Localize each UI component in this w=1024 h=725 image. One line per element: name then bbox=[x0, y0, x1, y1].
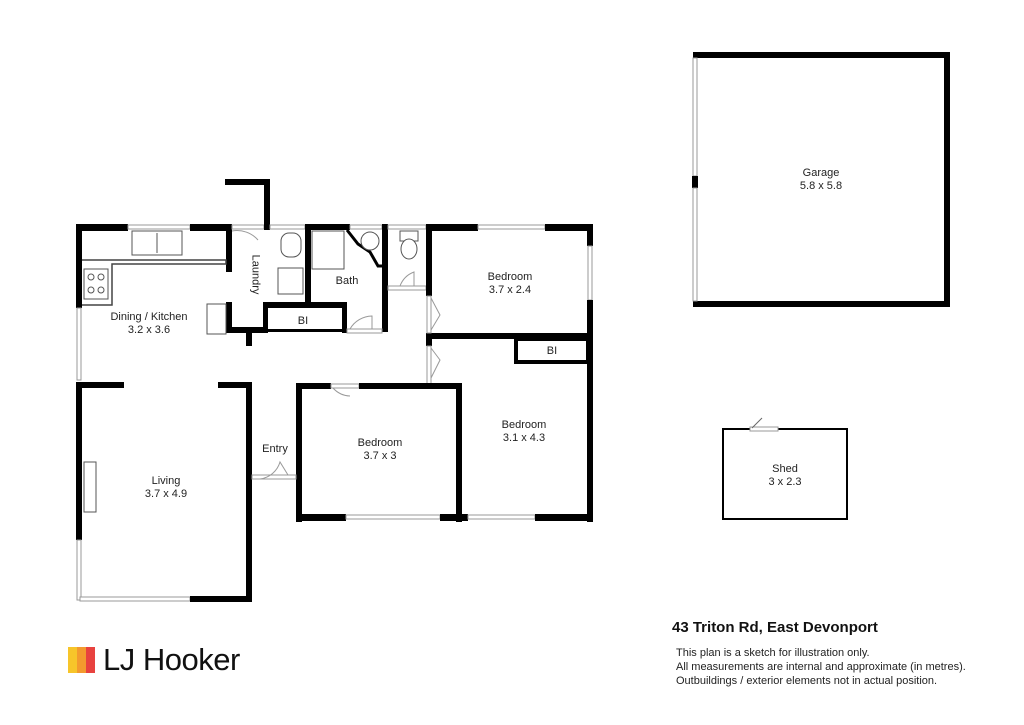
dining-kitchen-label: Dining / Kitchen 3.2 x 3.6 bbox=[110, 311, 187, 337]
shower bbox=[311, 230, 345, 270]
shed-label: Shed 3 x 2.3 bbox=[768, 463, 801, 489]
laundry-sink bbox=[280, 232, 302, 258]
room-size: 3.2 x 3.6 bbox=[127, 324, 171, 336]
bi-label-2: BI bbox=[546, 345, 558, 357]
logo-bar-red bbox=[86, 647, 95, 673]
room-size: 3.7 x 4.9 bbox=[144, 488, 188, 500]
logo-bar-yellow bbox=[68, 647, 77, 673]
logo-text: LJ Hooker bbox=[103, 642, 240, 677]
logo-bar-orange bbox=[77, 647, 86, 673]
room-name: Garage bbox=[802, 167, 840, 179]
disclaimer-line: All measurements are internal and approx… bbox=[676, 661, 966, 673]
room-name: Bedroom bbox=[487, 271, 533, 283]
room-name: Dining / Kitchen bbox=[110, 311, 188, 323]
shed-walls bbox=[722, 417, 848, 520]
bedroom-3-label: Bedroom 3.7 x 3 bbox=[358, 437, 403, 463]
fridge bbox=[206, 303, 227, 335]
disclaimer-line: Outbuildings / exterior elements not in … bbox=[676, 675, 938, 687]
basin bbox=[360, 231, 380, 251]
disclaimer-line: This plan is a sketch for illustration o… bbox=[676, 647, 870, 659]
bi-label-1: BI bbox=[297, 315, 309, 327]
room-name: Bedroom bbox=[357, 437, 403, 449]
bedroom-2-label: Bedroom 3.1 x 4.3 bbox=[502, 419, 547, 445]
fixtures bbox=[82, 229, 441, 513]
bedroom-1-label: Bedroom 3.7 x 2.4 bbox=[488, 271, 533, 297]
living-label: Living 3.7 x 4.9 bbox=[145, 475, 187, 501]
room-name: Living bbox=[151, 475, 181, 487]
room-size: 5.8 x 5.8 bbox=[799, 180, 843, 192]
bath-label: Bath bbox=[335, 275, 359, 287]
room-name: Bedroom bbox=[501, 419, 547, 431]
cooktop bbox=[83, 268, 109, 300]
toilet bbox=[400, 238, 418, 260]
room-size: 3.7 x 2.4 bbox=[488, 284, 532, 296]
property-address: 43 Triton Rd, East Devonport bbox=[672, 619, 878, 636]
room-size: 3.1 x 4.3 bbox=[502, 432, 546, 444]
lj-hooker-logo: LJ Hooker bbox=[68, 642, 240, 678]
room-size: 3 x 2.3 bbox=[768, 476, 802, 488]
garage-label: Garage 5.8 x 5.8 bbox=[800, 167, 842, 193]
laundry-label: Laundry bbox=[249, 254, 262, 295]
fireplace bbox=[83, 461, 97, 513]
laundry-tub bbox=[277, 267, 304, 295]
room-name: Shed bbox=[772, 463, 798, 475]
garage-walls bbox=[692, 52, 950, 307]
house-walls bbox=[76, 179, 593, 602]
room-size: 3.7 x 3 bbox=[363, 450, 397, 462]
entry-label: Entry bbox=[262, 443, 288, 455]
